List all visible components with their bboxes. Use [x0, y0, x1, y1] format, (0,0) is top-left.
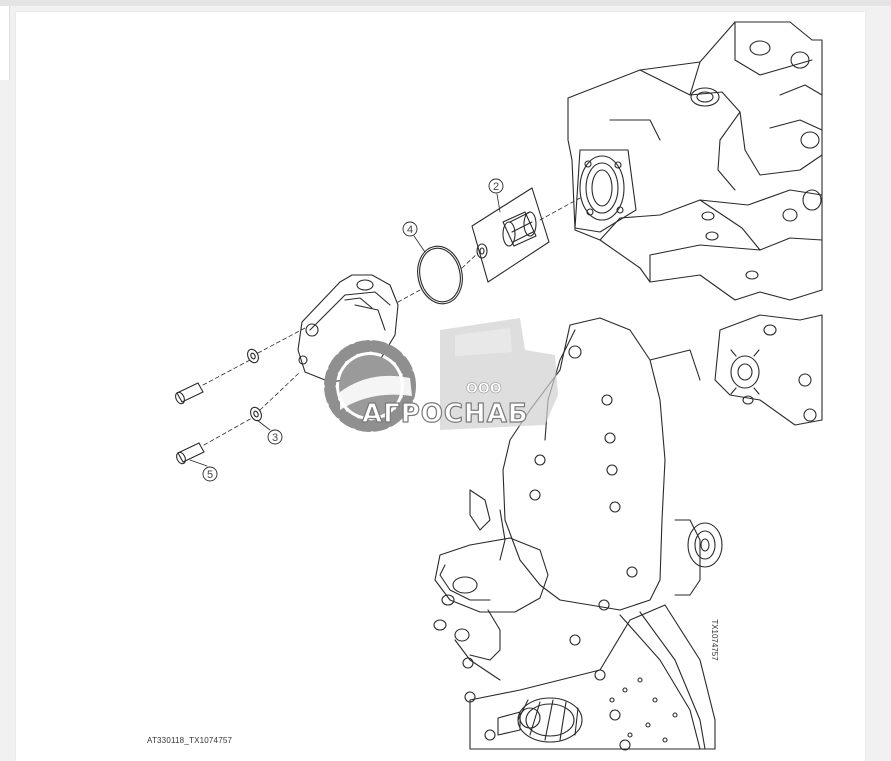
svg-text:2: 2 — [493, 181, 499, 193]
callout-5: 5 — [202, 466, 218, 482]
agrosnab-watermark-logo: ООО АГРОСНАБ — [324, 318, 558, 432]
svg-text:5: 5 — [207, 469, 213, 481]
svg-text:3: 3 — [272, 432, 278, 444]
side-panel-tab[interactable] — [0, 6, 10, 80]
assembly-centerlines — [202, 197, 581, 446]
cover-plate — [297, 274, 399, 383]
browser-top-strip — [0, 0, 891, 6]
o-ring-part — [417, 245, 463, 305]
figure-caption: AT330118_TX1074757 — [147, 736, 233, 745]
transmission-housing-upper — [567, 21, 823, 426]
bolt-and-washer-parts — [175, 348, 262, 465]
callout-4: 4 — [402, 221, 418, 237]
side-part-code: TX1074757 — [710, 619, 719, 661]
callout-3: 3 — [267, 429, 283, 445]
needle-bearing-part — [471, 187, 550, 283]
callout-2: 2 — [488, 178, 504, 194]
svg-text:АГРОСНАБ: АГРОСНАБ — [362, 399, 529, 429]
gear-icon — [324, 340, 416, 432]
svg-text:ООО: ООО — [466, 381, 502, 397]
callout-leaders — [189, 193, 501, 467]
exploded-parts-diagram: 2 4 3 5 TX1074757 ООО АГРОСНАБ — [175, 21, 823, 751]
parts-diagram-sheet: 2 4 3 5 TX1074757 ООО АГРОСНАБ — [16, 12, 865, 761]
svg-text:4: 4 — [407, 224, 413, 236]
